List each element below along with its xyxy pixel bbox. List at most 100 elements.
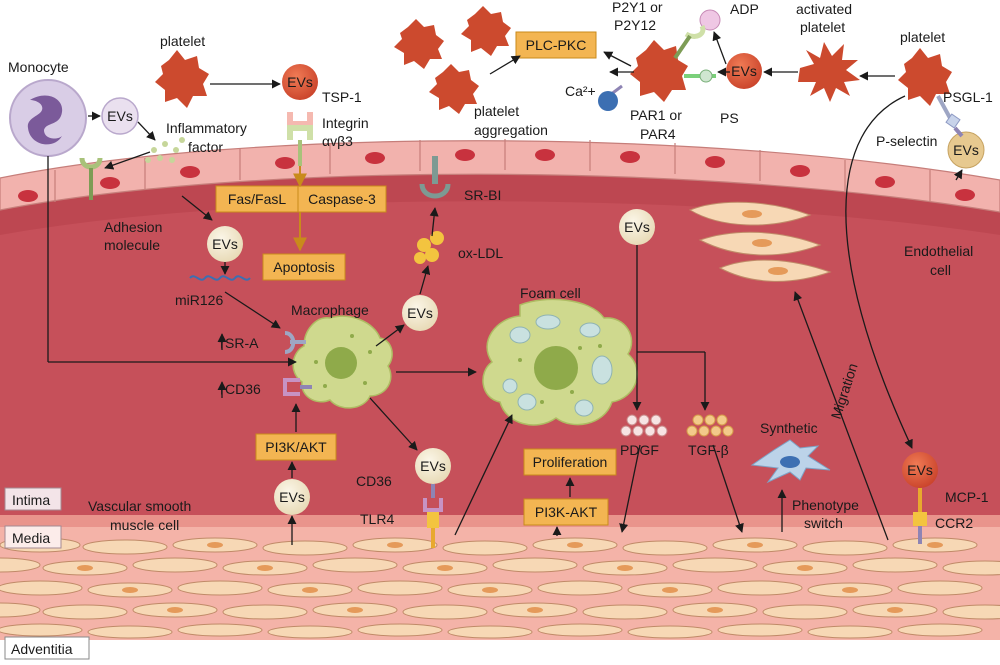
evs-label: EVs [420, 458, 446, 474]
vsmc-label-line2: muscle cell [110, 517, 179, 533]
activated-label-line2: platelet [800, 19, 845, 35]
evs-label: EVs [287, 74, 313, 90]
plc-pkc-label: PLC-PKC [526, 37, 587, 53]
evs-central-platelet: EVs [726, 53, 762, 89]
pselectin-label: P-selectin [876, 133, 937, 149]
sra-label: ↑SR-A [218, 335, 259, 351]
box-fas-fasl: Fas/FasL [215, 185, 299, 213]
platelet-aggregation-line2: aggregation [474, 122, 548, 138]
evs-tlr4: EVs [415, 448, 451, 484]
ps-label: PS [720, 110, 739, 126]
platelet-aggregate-1 [394, 19, 444, 69]
pdgf-label: PDGF [620, 442, 659, 458]
evs-endothelial-foam: EVs [619, 209, 655, 245]
psgl1-pselectin-link [936, 95, 964, 138]
vsmc-label-line1: Vascular smooth [88, 498, 191, 514]
psgl1-label: PSGL-1 [943, 89, 993, 105]
p2y-receptor [673, 24, 706, 60]
proliferation-label: Proliferation [533, 454, 608, 470]
tgfb-label: TGF-β [688, 442, 729, 458]
par-label-line2: PAR4 [640, 126, 676, 142]
evs-label: EVs [907, 462, 933, 478]
inflammatory-label-line1: Inflammatory [166, 120, 247, 136]
synthetic-vsmc [750, 439, 831, 484]
evs-label: EVs [212, 236, 238, 252]
box-plc-pkc: PLC-PKC [515, 31, 597, 59]
inflammatory-label-line2: factor [188, 139, 223, 155]
platelet-top [155, 50, 209, 108]
platelet-right-label: platelet [900, 29, 945, 45]
pi3k-akt-label: PI3K/AKT [265, 439, 327, 455]
macrophage-label: Macrophage [291, 302, 369, 318]
box-pi3k-akt-2: PI3K-AKT [523, 498, 609, 526]
calcium-label: Ca²+ [565, 83, 596, 99]
mcp1-ccr2-receptor [913, 488, 927, 544]
oxldl-label: ox-LDL [458, 245, 503, 261]
evs-label: EVs [624, 219, 650, 235]
srbi-label: SR-BI [464, 187, 501, 203]
srbi-receptor [419, 156, 451, 199]
par-label-line1: PAR1 or [630, 107, 682, 123]
ccr2-label: CCR2 [935, 515, 973, 531]
ps-receptor [684, 69, 716, 83]
platelet-aggregate-2 [461, 6, 511, 56]
box-caspase3: Caspase-3 [297, 185, 387, 213]
text-labels: Monocyte platelet Inflammatory factor Ad… [8, 0, 993, 533]
box-proliferation: Proliferation [523, 448, 617, 476]
platelet-central [630, 40, 688, 102]
platelet-right [898, 48, 952, 106]
caspase3-label: Caspase-3 [308, 191, 376, 207]
activated-platelet [798, 42, 860, 102]
evs-label: EVs [953, 142, 979, 158]
evs-mcp1: EVs [902, 452, 938, 488]
evs-vsmc: EVs [274, 479, 310, 515]
evs-macrophage-out: EVs [402, 295, 438, 331]
cd36-receptor [283, 378, 312, 396]
platelet-aggregation-line1: platelet [474, 103, 519, 119]
p2y-label-line1: P2Y1 or [612, 0, 663, 15]
tsp1-label: TSP-1 [322, 89, 362, 105]
integrin-label-line2: αvβ3 [322, 133, 353, 149]
foam-cell [482, 298, 638, 426]
box-apoptosis: Apoptosis [262, 253, 346, 281]
endothelial-label-line1: Endothelial [904, 243, 973, 259]
adp-label: ADP [730, 1, 759, 17]
evs-apoptosis: EVs [207, 226, 243, 262]
foam-cell-label: Foam cell [520, 285, 581, 301]
adventitia-label: Adventitia [11, 641, 73, 657]
evs-pselectin: EVs [947, 131, 985, 169]
integrin-label-line1: Integrin [322, 115, 369, 131]
adventitia-tag: Adventitia [4, 636, 90, 660]
adhesion-molecule-receptor [79, 157, 103, 200]
evs-label: EVs [731, 63, 757, 79]
arrows [47, 31, 963, 545]
evs-monocyte: EVs [101, 97, 139, 135]
cd36-b-label: CD36 [356, 473, 392, 489]
calcium-ion [598, 84, 623, 111]
evs-label: EVs [279, 489, 305, 505]
mcp1-label: MCP-1 [945, 489, 989, 505]
activated-label-line1: activated [796, 1, 852, 17]
p2y-label-line2: P2Y12 [614, 17, 656, 33]
monocyte-cell [9, 79, 87, 157]
mir126-strand [189, 275, 251, 281]
inflammatory-factor-dots [145, 137, 185, 163]
sra-receptor [284, 331, 306, 354]
platelet-top-label: platelet [160, 33, 205, 49]
evs-label: EVs [407, 305, 433, 321]
endothelial-label-line2: cell [930, 262, 951, 278]
adp-molecule [699, 9, 721, 31]
pi3k-akt2-label: PI3K-AKT [535, 504, 598, 520]
ox-ldl-particles [414, 231, 444, 264]
evs-platelet: EVs [282, 64, 318, 100]
box-pi3k-akt: PI3K/AKT [255, 433, 337, 461]
monocyte-label: Monocyte [8, 59, 69, 75]
pdgf-particles [620, 414, 668, 437]
mir126-label: miR126 [175, 292, 223, 308]
media-tag: Media [4, 525, 62, 549]
tlr4-label: TLR4 [360, 511, 394, 527]
cd36-label: ↑CD36 [218, 381, 261, 397]
synthetic-label: Synthetic [760, 420, 818, 436]
tgfb-particles [686, 414, 734, 437]
